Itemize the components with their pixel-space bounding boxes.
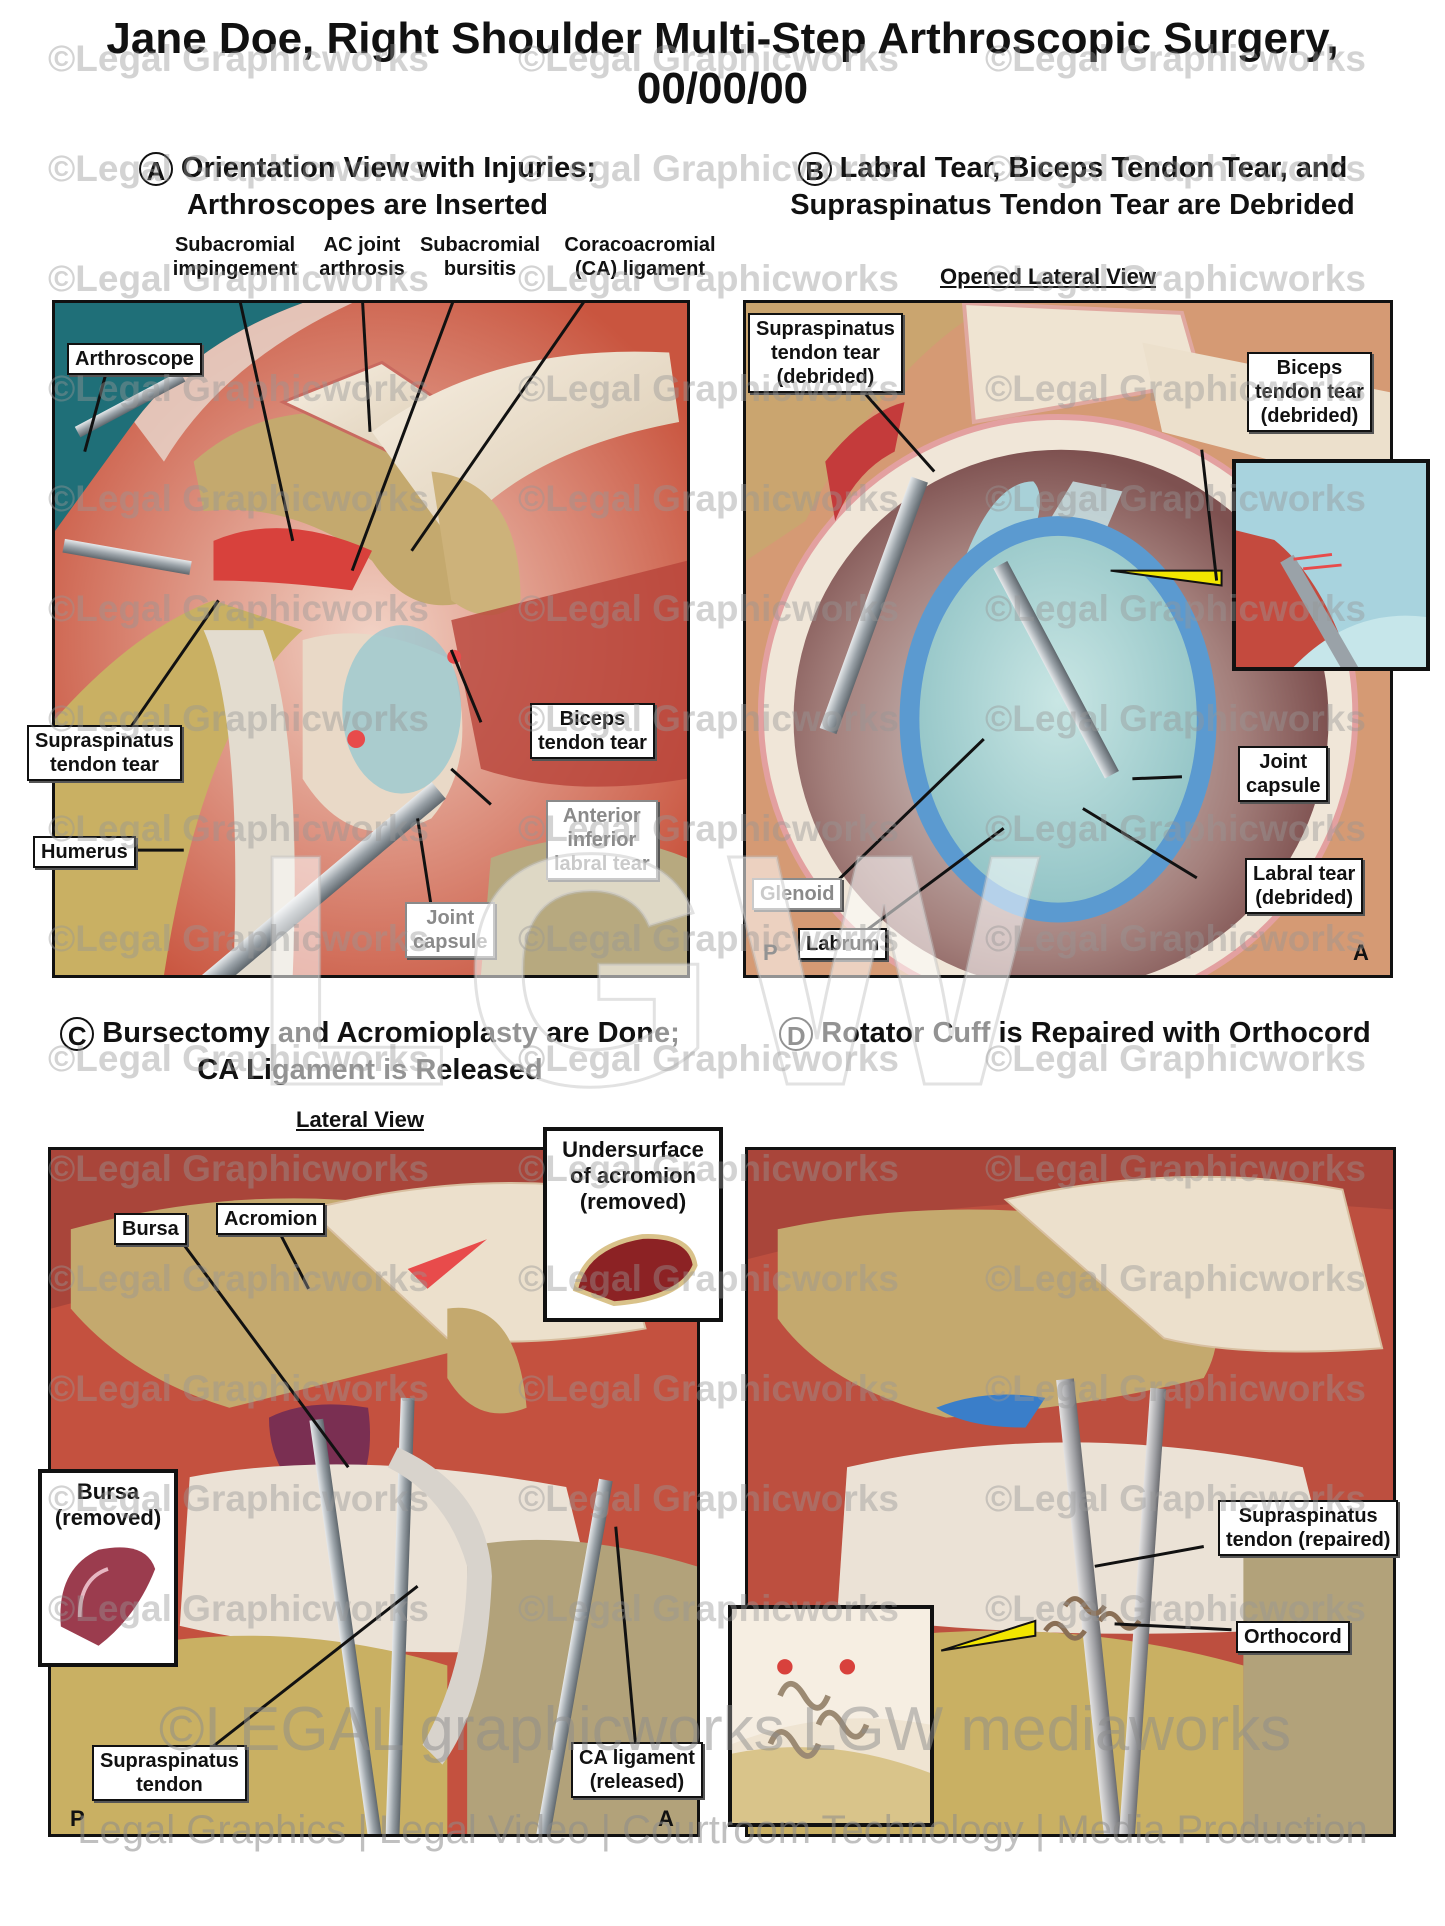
panel-a-leader-lines xyxy=(83,303,585,908)
label-subacromial-bursitis: Subacromial bursitis xyxy=(419,234,541,280)
label-ac-joint-arthrosis: AC joint arthrosis xyxy=(319,234,405,280)
label-humerus: Humerus xyxy=(33,836,136,868)
panel-c-inset-acromion: Undersurface of acromion (removed) xyxy=(543,1127,723,1322)
panel-c-leader-lines xyxy=(178,1230,638,1766)
panel-c-corner-p: P xyxy=(70,1806,85,1831)
label-joint-capsule-b: Joint capsule xyxy=(1238,746,1329,802)
label-orthocord: Orthocord xyxy=(1236,1621,1350,1653)
panel-b-artwork xyxy=(746,303,1390,975)
panel-b-corner-a: A xyxy=(1353,940,1369,965)
label-anterior-inferior-labral-tear: Anterior inferior labral tear xyxy=(546,800,658,880)
panel-b-illustration xyxy=(743,300,1393,978)
label-supraspinatus-tendon-tear-a: Supraspinatus tendon tear xyxy=(27,725,182,781)
label-glenoid: Glenoid xyxy=(752,878,843,910)
label-biceps-tendon-tear-debrided: Biceps tendon tear (debrided) xyxy=(1247,352,1372,432)
label-bursa: Bursa xyxy=(114,1213,187,1245)
panel-b-corner-p: P xyxy=(763,940,778,965)
panel-a-illustration xyxy=(52,300,690,978)
label-labrum: Labrum xyxy=(798,928,888,960)
panel-d-inset-orthocord xyxy=(728,1605,934,1827)
panel-a-letter: A xyxy=(138,152,173,187)
label-joint-capsule-a: Joint capsule xyxy=(405,902,496,958)
label-coracoacromial-ligament: Coracoacromial (CA) ligament xyxy=(564,234,716,280)
label-arthroscope: Arthroscope xyxy=(67,343,202,375)
panel-a-artwork xyxy=(55,303,687,975)
panel-c-view-label: Lateral View xyxy=(296,1107,424,1132)
label-supraspinatus-tendon-c: Supraspinatus tendon xyxy=(92,1745,247,1801)
label-supraspinatus-tendon-tear-debrided: Supraspinatus tendon tear (debrided) xyxy=(748,313,903,393)
label-biceps-tendon-tear-a: Biceps tendon tear xyxy=(530,703,655,759)
panel-d-letter: D xyxy=(779,1017,814,1052)
label-acromion: Acromion xyxy=(216,1203,326,1235)
panel-b-view-label: Opened Lateral View xyxy=(940,264,1157,289)
panel-c-letter: C xyxy=(60,1017,95,1052)
acromion-piece-artwork xyxy=(572,1234,698,1307)
panel-c-inset-bursa: Bursa (removed) xyxy=(38,1469,178,1667)
page-title: Jane Doe, Right Shoulder Multi-Step Arth… xyxy=(106,14,1339,113)
bursa-piece-artwork xyxy=(60,1547,156,1646)
label-ca-ligament-released: CA ligament (released) xyxy=(571,1742,703,1798)
label-supraspinatus-tendon-repaired: Supraspinatus tendon (repaired) xyxy=(1218,1500,1399,1556)
label-subacromial-impingement: Subacromial impingement xyxy=(172,234,298,280)
panel-d-inset-artwork xyxy=(732,1609,930,1823)
panel-d-leader-lines xyxy=(1094,1545,1232,1632)
panel-b-leader-lines xyxy=(829,381,1219,939)
panel-b-inset-biceps xyxy=(1232,459,1430,671)
panel-c-corner-a: A xyxy=(658,1806,674,1831)
panel-b-inset-artwork xyxy=(1236,463,1426,667)
label-labral-tear-debrided: Labral tear (debrided) xyxy=(1245,858,1364,914)
panel-b-letter: B xyxy=(797,152,832,187)
